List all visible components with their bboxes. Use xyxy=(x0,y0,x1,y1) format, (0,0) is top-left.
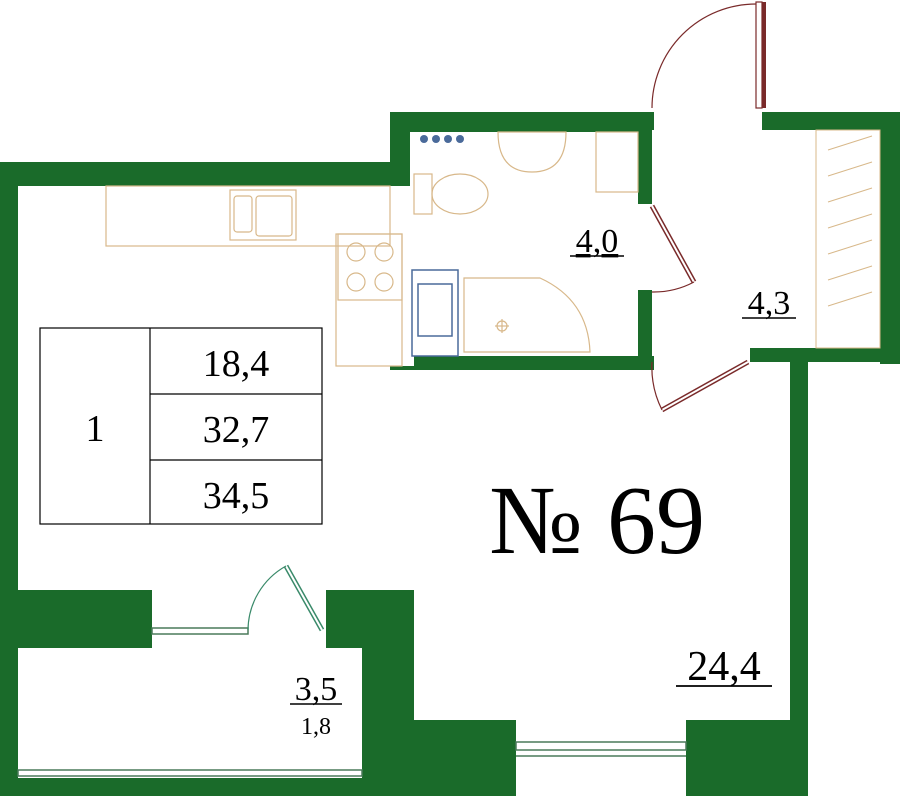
kitchen xyxy=(105,185,403,367)
total-area-with-balcony-value: 34,5 xyxy=(203,475,270,517)
living-area-value: 18,4 xyxy=(203,343,270,385)
bathroom-fixtures xyxy=(413,131,639,353)
bathroom-area-label: 4,0 xyxy=(576,223,619,260)
wall-left xyxy=(0,162,18,796)
wall-right-bathroom-lower xyxy=(638,290,652,370)
entry-door-swing xyxy=(651,3,757,109)
wall-right-main xyxy=(790,348,808,796)
wall-bottom-hall xyxy=(750,348,900,362)
wall-top-main xyxy=(0,162,410,186)
burner-icon xyxy=(374,242,394,262)
balcony-door-swing xyxy=(247,565,287,631)
hallway-area-label: 4,3 xyxy=(748,285,791,322)
rooms-count: 1 xyxy=(86,408,105,450)
wall-bottom-bathroom xyxy=(400,356,654,370)
entry-door-leaf xyxy=(755,1,763,109)
bathroom-door-swing xyxy=(651,281,695,293)
windows xyxy=(17,627,687,777)
radiator-icon xyxy=(420,135,464,143)
doors xyxy=(247,1,763,632)
wall-bottom-left xyxy=(412,720,516,796)
wall-balcony-bottom xyxy=(0,778,364,796)
summary-table xyxy=(39,327,323,525)
total-area-value: 32,7 xyxy=(203,409,270,451)
shower-tray xyxy=(463,277,591,353)
wall-right-bathroom-upper xyxy=(638,112,652,204)
wall-balcony-top-left xyxy=(0,590,152,648)
balcony-reduced-area-label: 1,8 xyxy=(301,714,331,740)
wall-balcony-right xyxy=(362,590,414,796)
sink xyxy=(229,189,297,241)
main-room-area-label: 24,4 xyxy=(687,644,761,690)
entry-door-frame xyxy=(760,2,766,108)
washbasin xyxy=(497,131,567,173)
wall-bottom-right xyxy=(686,720,808,796)
toilet xyxy=(431,173,489,215)
room-door-swing xyxy=(651,361,663,411)
burner-icon xyxy=(346,272,366,292)
cabinet xyxy=(595,131,639,193)
wardrobe xyxy=(815,129,881,349)
window-balcony xyxy=(17,769,363,777)
wall-top-hall xyxy=(762,112,900,130)
burner-icon xyxy=(374,272,394,292)
wall-top-bathroom xyxy=(390,112,654,132)
window-main-bottom xyxy=(515,741,687,751)
apartment-number: № 69 xyxy=(489,467,705,575)
stove xyxy=(337,233,403,301)
washing-machine xyxy=(411,269,459,357)
balcony-area-label: 3,5 xyxy=(295,671,338,708)
wall-right-hall xyxy=(880,112,900,364)
window-main-left xyxy=(151,627,249,635)
burner-icon xyxy=(346,242,366,262)
kitchen-counter xyxy=(105,185,391,247)
